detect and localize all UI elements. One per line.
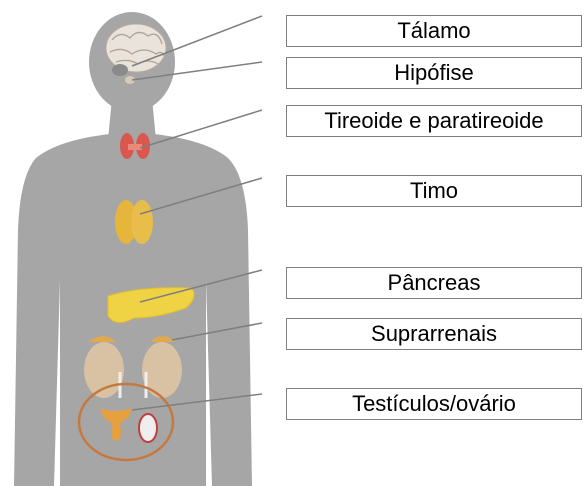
- neck: [108, 98, 156, 140]
- label-thalamus: Tálamo: [286, 15, 582, 47]
- leader-line-thyroid: [140, 110, 262, 148]
- label-pituitary: Hipófise: [286, 57, 582, 89]
- label-pancreas: Pâncreas: [286, 267, 582, 299]
- label-adrenals: Suprarrenais: [286, 318, 582, 350]
- label-thyroid: Tireoide e paratireoide: [286, 105, 582, 137]
- thalamus-gland: [112, 64, 128, 76]
- label-gonads: Testículos/ovário: [286, 388, 582, 420]
- label-thymus: Timo: [286, 175, 582, 207]
